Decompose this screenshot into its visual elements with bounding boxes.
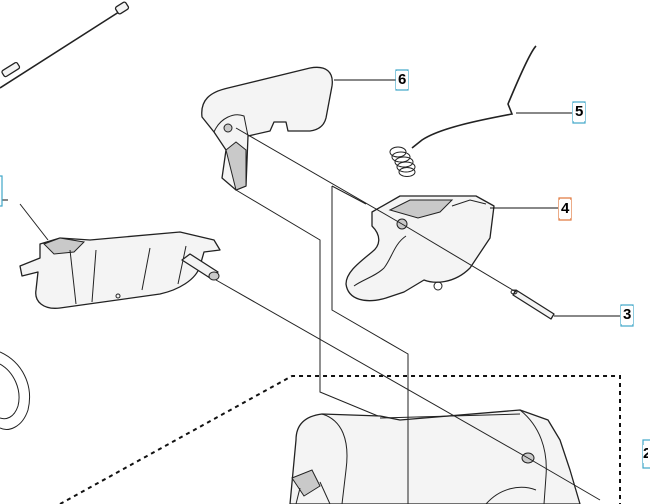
spring-part (389, 45, 537, 177)
torsion-spring-coil (389, 146, 416, 177)
callout-2: 2 (643, 445, 648, 463)
callout-4: 4 (559, 200, 572, 218)
housing-boundary (59, 375, 621, 504)
handle-cover-part (19, 231, 221, 309)
callout-5: 5 (573, 103, 586, 121)
handle-housing-part (289, 409, 581, 504)
assembly-guide-lines (19, 127, 601, 504)
pin-part (510, 289, 555, 320)
throttle-lockout-part (201, 66, 333, 191)
cable-loop-partial (0, 351, 30, 430)
callout-3: 3 (621, 306, 634, 324)
callout-left-box (0, 175, 3, 207)
throttle-cable (0, 1, 130, 89)
callout-6: 6 (396, 71, 409, 89)
cable-loop-partial-inner (0, 363, 20, 420)
callout-leaders (334, 79, 620, 317)
throttle-trigger-part (345, 195, 495, 302)
